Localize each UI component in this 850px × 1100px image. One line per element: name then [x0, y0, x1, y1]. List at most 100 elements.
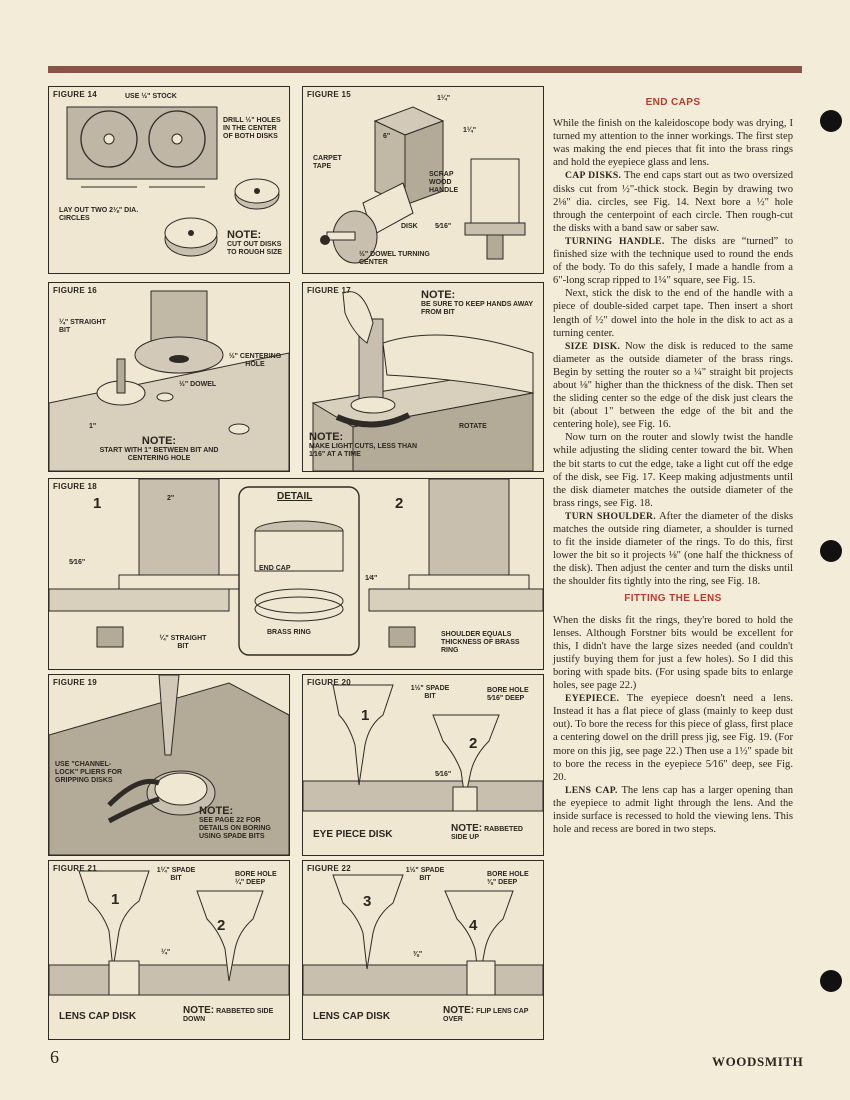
paragraph-text: The eyepiece doesn't need a lens. Instea… [553, 693, 793, 783]
note: NOTE: SEE PAGE 22 FOR DETAILS ON BORING … [199, 805, 285, 841]
figure-title: FIGURE 14 [53, 90, 98, 99]
figure-14: FIGURE 14 USE ½" STOCK DRILL ½" HOLES IN… [48, 86, 290, 274]
figure-title: FIGURE 18 [53, 482, 98, 491]
note: NOTE: START WITH 1" BETWEEN BIT AND CENT… [99, 435, 219, 463]
step-2: 2 [469, 735, 478, 752]
figure-title: FIGURE 16 [53, 286, 98, 295]
step-2: 2 [217, 917, 226, 934]
paragraph: TURNING HANDLE. The disks are “turned” t… [553, 235, 793, 287]
paragraph: TURN SHOULDER. After the diameter of the… [553, 510, 793, 589]
dim-length: 6" [383, 133, 391, 140]
note-heading: NOTE: [451, 823, 483, 834]
note-text: START WITH 1" BETWEEN BIT AND CENTERING … [99, 447, 219, 462]
note-text: SEE PAGE 22 FOR DETAILS ON BORING USING … [199, 817, 271, 840]
note-text: CUT OUT DISKS TO ROUGH SIZE [227, 241, 283, 256]
figure-18: FIGURE 18 1 2 2" 5⁄16" 1⁄4" DETAIL END C… [48, 478, 544, 670]
carpet-label: CARPET TAPE [313, 155, 342, 170]
page-number: 6 [50, 1047, 59, 1067]
pliers-label: USE "CHANNEL-LOCK" PLIERS FOR GRIPPING D… [55, 761, 123, 784]
figure-15: FIGURE 15 1¼" 1¼" 6" CARPET TAPE SCRAP W… [302, 86, 544, 274]
run-in-heading: TURN SHOULDER. [565, 510, 656, 522]
figure-18-illustration [49, 479, 543, 656]
figure-14-illustration [66, 106, 280, 257]
figure-title: FIGURE 17 [307, 286, 352, 295]
note: NOTE: CUT OUT DISKS TO ROUGH SIZE [227, 229, 287, 257]
step-1: 1 [111, 891, 120, 908]
run-in-heading: TURNING HANDLE. [565, 235, 665, 247]
scrap-label: SCRAP WOOD HANDLE [429, 171, 459, 194]
detail-title: DETAIL [277, 491, 313, 502]
binder-hole [820, 110, 842, 132]
bit-label: ¼" STRAIGHT BIT [59, 319, 106, 334]
spade-label: 1¼" SPADE BIT [156, 867, 196, 882]
disk-label: DISK [401, 223, 418, 230]
dowel-label: ½" DOWEL TURNING CENTER [359, 251, 430, 266]
disk-dim: 5⁄16" [435, 223, 452, 230]
figure-title: FIGURE 19 [53, 678, 98, 687]
figure-20-illustration [303, 684, 543, 812]
shoulder-label: SHOULDER EQUALS THICKNESS OF BRASS RING [441, 631, 520, 654]
note-heading: NOTE: [199, 805, 234, 817]
dim-left: 5⁄16" [69, 559, 86, 566]
step-1: 1 [361, 707, 370, 724]
bore-label: BORE HOLE 5⁄16" DEEP [487, 687, 529, 702]
run-in-heading: SIZE DISK. [565, 340, 621, 352]
step-1: 1 [93, 495, 102, 512]
run-in-heading: CAP DISKS. [565, 170, 622, 182]
caption: LENS CAP DISK [59, 1011, 137, 1022]
rotate-label: ROTATE [459, 423, 487, 430]
figure-19-illustration [49, 675, 289, 855]
note-heading: NOTE: [443, 1005, 475, 1016]
magazine-brand: WOODSMITH [712, 1054, 804, 1069]
paragraph-text: After the diameter of the disks matches … [553, 510, 793, 588]
note-text: BE SURE TO KEEP HANDS AWAY FROM BIT [421, 301, 533, 316]
figure-21: FIGURE 21 1¼" SPADE BIT BORE HOLE ¼" DEE… [48, 860, 290, 1040]
dowel-label: ½" DOWEL [179, 381, 217, 388]
note-2: NOTE: MAKE LIGHT CUTS, LESS THAN 1⁄16" A… [309, 431, 429, 459]
note-heading: NOTE: [183, 1005, 215, 1016]
note-heading: NOTE: [309, 431, 344, 443]
note: NOTE: BE SURE TO KEEP HANDS AWAY FROM BI… [421, 289, 537, 317]
paragraph-text: The disks are “turned” to finished size … [553, 235, 793, 287]
paragraph: Next, stick the disk to the end of the h… [553, 288, 793, 339]
note-heading: NOTE: [421, 289, 456, 301]
paragraph: LENS CAP. The lens cap has a larger open… [553, 784, 793, 836]
figure-16-illustration [49, 290, 289, 471]
bore-label: BORE HOLE ¼" DEEP [235, 871, 277, 886]
center-label: ½" CENTERING HOLE [228, 353, 282, 368]
paragraph: Now turn on the router and slowly twist … [553, 432, 793, 509]
figure-16: FIGURE 16 ¼" STRAIGHT BIT ½" CENTERING H… [48, 282, 290, 472]
note-text: RABBETED SIDE UP [451, 826, 523, 841]
paragraph: SIZE DISK. Now the disk is reduced to th… [553, 340, 793, 432]
spade-label: 1½" SPADE BIT [405, 867, 445, 882]
figure-17-illustration [311, 291, 535, 471]
figure-title: FIGURE 21 [53, 864, 98, 873]
figure-15-illustration [320, 106, 526, 264]
drill-label: DRILL ½" HOLES IN THE CENTER OF BOTH DIS… [223, 117, 281, 140]
paragraph-text: Now the disk is reduced to the same diam… [553, 340, 793, 431]
dim-2: 2" [167, 495, 175, 502]
bore-label: BORE HOLE ⅜" DEEP [487, 871, 529, 886]
run-in-heading: EYEPIECE. [565, 693, 620, 705]
step-3: 3 [363, 893, 372, 910]
top-rule [48, 66, 802, 73]
dim-label: 1" [89, 423, 97, 430]
dim-right: 1⁄4" [365, 575, 378, 582]
paragraph: When the disks fit the rings, they're bo… [553, 614, 793, 692]
dim-side: 1¼" [463, 127, 477, 134]
binder-hole [820, 970, 842, 992]
run-in-heading: LENS CAP. [565, 784, 618, 796]
figure-21-illustration [49, 870, 289, 996]
note: NOTE: RABBETED SIDE UP [451, 823, 541, 842]
note: NOTE: RABBETED SIDE DOWN [183, 1005, 287, 1024]
bit-label: ¼" STRAIGHT BIT [159, 635, 207, 650]
caption: LENS CAP DISK [313, 1011, 391, 1022]
article-column: END CAPS While the finish on the kaleido… [553, 92, 793, 836]
step-4: 4 [469, 917, 478, 934]
figure-title: FIGURE 22 [307, 864, 352, 873]
note-text: RABBETED SIDE DOWN [183, 1008, 274, 1023]
note-text: MAKE LIGHT CUTS, LESS THAN 1⁄16" AT A TI… [309, 443, 418, 458]
figure-title: FIGURE 20 [307, 678, 352, 687]
section-heading: FITTING THE LENS [624, 593, 722, 605]
